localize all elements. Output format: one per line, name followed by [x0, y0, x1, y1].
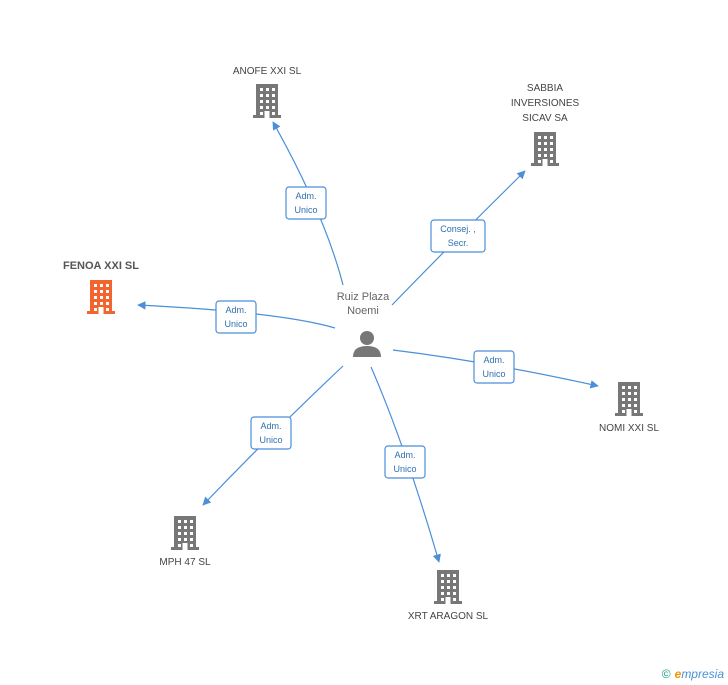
company-name-fenoa-line1: FENOA XXI SL	[63, 260, 139, 272]
company-name-nomi-line1: NOMI XXI SL	[599, 423, 659, 434]
relation-text-line1: Adm.	[225, 305, 246, 315]
relation-text-line1: Adm.	[394, 450, 415, 460]
company-name-sabbia-line3: SICAV SA	[522, 113, 568, 124]
relation-text-line2: Unico	[482, 369, 505, 379]
building-icon	[531, 132, 559, 166]
relation-text-line1: Adm.	[295, 191, 316, 201]
relation-label-nomi[interactable]: Adm. Unico	[473, 350, 515, 384]
footer-brand: ©empresia	[662, 667, 724, 681]
relation-box	[215, 300, 257, 334]
building-icon	[253, 84, 281, 118]
person-name-line2: Noemi	[347, 305, 379, 317]
building-icon	[434, 570, 462, 604]
edge-fenoa	[137, 301, 336, 329]
copyright-symbol: ©	[661, 667, 671, 681]
brand-initial: e	[674, 667, 682, 681]
company-name-sabbia-line1: SABBIA	[527, 83, 563, 94]
building-icon	[615, 382, 643, 416]
person-icon	[353, 331, 381, 357]
company-node-sabbia[interactable]: SABBIA INVERSIONES SICAV SA	[511, 83, 580, 166]
company-node-fenoa[interactable]: FENOA XXI SL	[63, 260, 139, 314]
building-icon	[171, 516, 199, 550]
relation-box	[473, 350, 515, 384]
company-name-anofe-line1: ANOFE XXI SL	[233, 66, 302, 77]
company-name-xrt-line1: XRT ARAGON SL	[408, 611, 489, 622]
relation-text-line2: Secr.	[448, 238, 469, 248]
relation-box	[250, 416, 292, 450]
company-name-sabbia-line2: INVERSIONES	[511, 98, 580, 109]
relation-label-xrt[interactable]: Adm. Unico	[384, 445, 426, 479]
relation-text-line1: Consej. ,	[440, 224, 476, 234]
company-node-xrt[interactable]: XRT ARAGON SL	[408, 570, 489, 622]
relation-text-line1: Adm.	[483, 355, 504, 365]
relation-box	[384, 445, 426, 479]
relation-text-line2: Unico	[259, 435, 282, 445]
relation-box	[430, 219, 486, 253]
person-name-line1: Ruiz Plaza	[337, 291, 390, 303]
relation-label-anofe[interactable]: Adm. Unico	[285, 186, 327, 220]
building-icon	[87, 280, 115, 314]
person-node[interactable]: Ruiz Plaza Noemi	[337, 291, 390, 357]
relation-label-fenoa[interactable]: Adm. Unico	[215, 300, 257, 334]
company-name-mph-line1: MPH 47 SL	[159, 557, 211, 568]
company-node-nomi[interactable]: NOMI XXI SL	[599, 382, 659, 434]
company-node-anofe[interactable]: ANOFE XXI SL	[233, 66, 302, 118]
relation-text-line2: Unico	[224, 319, 247, 329]
company-node-mph[interactable]: MPH 47 SL	[159, 516, 211, 568]
relation-box	[285, 186, 327, 220]
relation-label-mph[interactable]: Adm. Unico	[250, 416, 292, 450]
relation-text-line2: Unico	[393, 464, 416, 474]
relation-text-line2: Unico	[294, 205, 317, 215]
brand-name: mpresia	[681, 667, 724, 681]
relation-text-line1: Adm.	[260, 421, 281, 431]
relation-label-sabbia[interactable]: Consej. , Secr.	[430, 219, 486, 253]
